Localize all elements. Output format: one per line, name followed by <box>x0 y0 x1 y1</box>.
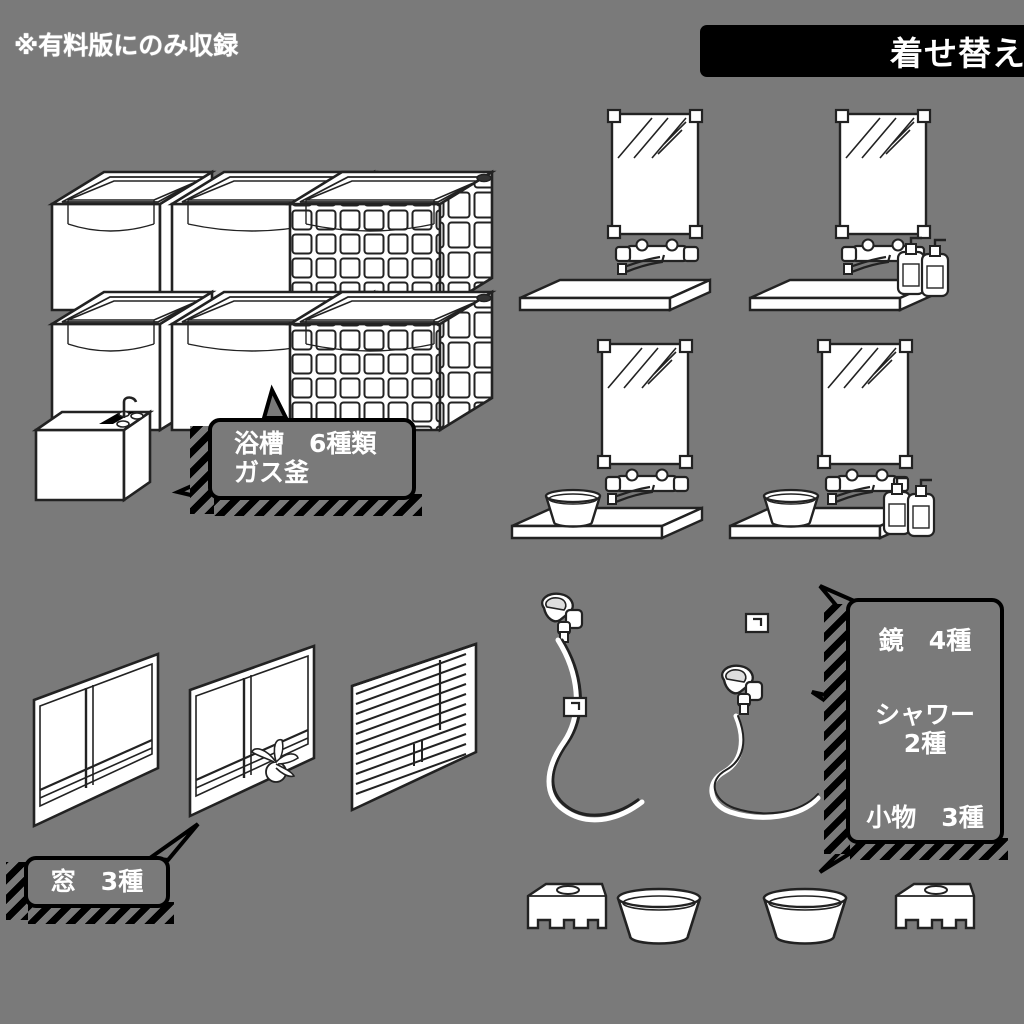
mirror-unit-3 <box>510 338 704 540</box>
callout-items-line-4: 小物 3種 <box>866 802 984 832</box>
mirror-unit-4 <box>728 338 936 540</box>
callout-bathtub-line-1: 浴槽 6種類 <box>234 428 377 458</box>
mirror-unit-2 <box>748 108 950 312</box>
wash-basin-1 <box>616 887 702 945</box>
section-banner-label: 着せ替え <box>890 34 1024 73</box>
window-sliding-1 <box>32 652 160 829</box>
bath-stool-1 <box>526 882 608 930</box>
callout-items-line-1: 鏡 4種 <box>878 626 972 655</box>
callout-bathtub-box: 浴槽 6種類 ガス釜 <box>208 418 416 500</box>
callout-window-box: 窓 3種 <box>24 856 170 908</box>
callout-bathtub-line-2: ガス釜 <box>234 458 310 487</box>
potted-plant-icon <box>251 738 299 783</box>
callout-items-line-2: シャワー <box>874 699 975 729</box>
gas-water-heater <box>31 396 155 503</box>
bathtub-tiled-1 <box>288 170 494 312</box>
callout-items-line-3: 2種 <box>903 729 947 758</box>
bath-stool-2 <box>894 882 976 930</box>
small-items-row <box>526 882 976 945</box>
window-louver <box>350 642 478 813</box>
shower-unit-2 <box>709 612 821 820</box>
shower-unit-1 <box>541 592 645 823</box>
bathtub-tiled-2 <box>288 290 494 432</box>
window-sliding-with-plant <box>188 644 316 819</box>
section-banner: 着せ替え <box>700 25 1024 77</box>
mirror-unit-1 <box>518 108 712 312</box>
callout-items-shadow-left <box>824 604 850 854</box>
callout-items-box: 鏡 4種 シャワー 2種 小物 3種 <box>846 598 1004 844</box>
callout-window-line-1: 窓 3種 <box>50 867 144 897</box>
bathtub-row-1 <box>50 170 494 312</box>
paid-version-note: ※有料版にのみ収録 <box>14 31 239 60</box>
wash-basin-2 <box>762 887 848 945</box>
